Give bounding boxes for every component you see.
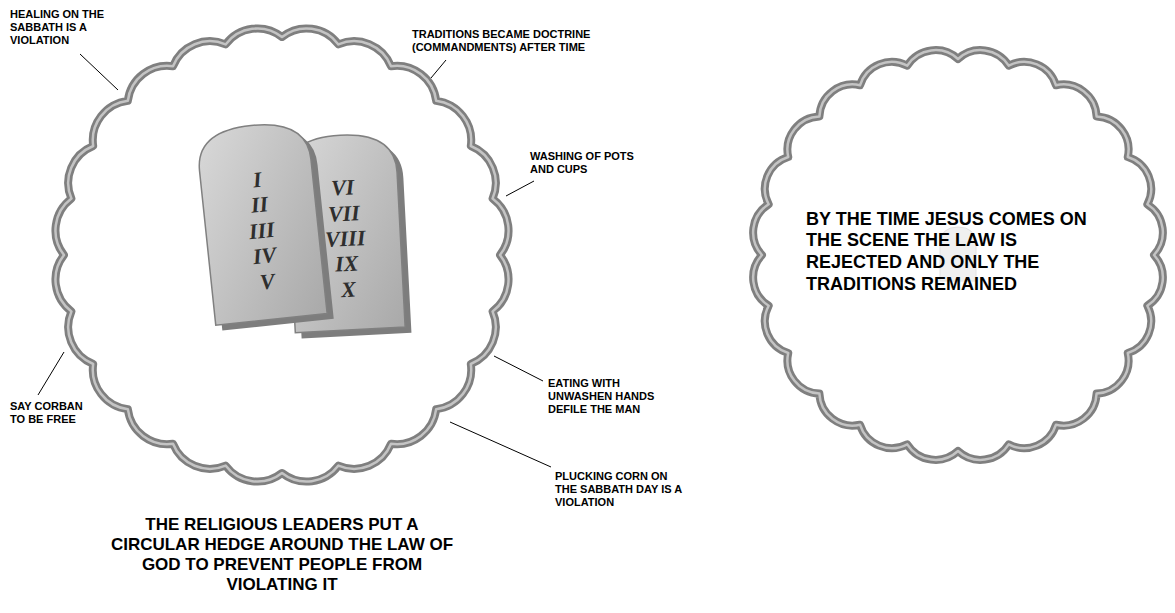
tablet-numeral: VI <box>331 176 355 199</box>
tablet-numeral: X <box>340 279 356 302</box>
cloud-bevel <box>753 50 1163 460</box>
tablet-numeral: IX <box>335 253 359 276</box>
callout-label: EATING WITH UNWASHEN HANDS DEFILE THE MA… <box>548 377 663 417</box>
leader-line <box>506 181 534 196</box>
cloud-outline <box>753 50 1163 460</box>
callout-label: PLUCKING CORN ON THE SABBATH DAY IS A VI… <box>555 470 685 510</box>
leader-line <box>450 422 551 467</box>
tablet-numeral: VII <box>328 202 361 226</box>
leader-line <box>431 60 446 78</box>
tablet-numeral: IV <box>252 244 277 268</box>
leader-line <box>38 352 64 395</box>
tablet-numeral: III <box>248 219 276 244</box>
tablet-numeral: VIII <box>325 227 366 251</box>
callout-label: TRADITIONS BECAME DOCTRINE (COMMANDMENTS… <box>412 28 617 54</box>
callout-label: SAY CORBAN TO BE FREE <box>10 400 95 426</box>
caption: THE RELIGIOUS LEADERS PUT A CIRCULAR HED… <box>110 515 454 595</box>
cloud-node: BY THE TIME JESUS COMES ON THE SCENE THE… <box>748 45 1168 465</box>
leader-line <box>494 356 543 381</box>
tablet-numeral: II <box>250 194 269 218</box>
tablet-numeral: I <box>251 169 262 192</box>
callout-label: HEALING ON THE SABBATH IS A VIOLATION <box>10 8 118 48</box>
hedge-cloud <box>55 28 508 481</box>
stone-tablet <box>195 119 333 331</box>
leader-lines <box>38 54 551 467</box>
cloud-bevel <box>55 28 508 481</box>
callout-label: WASHING OF POTS AND CUPS <box>530 150 648 176</box>
cloud-text: BY THE TIME JESUS COMES ON THE SCENE THE… <box>806 209 1118 295</box>
tablet-numeral: V <box>259 270 276 293</box>
cloud-outline <box>55 28 508 481</box>
leader-line <box>80 54 118 90</box>
